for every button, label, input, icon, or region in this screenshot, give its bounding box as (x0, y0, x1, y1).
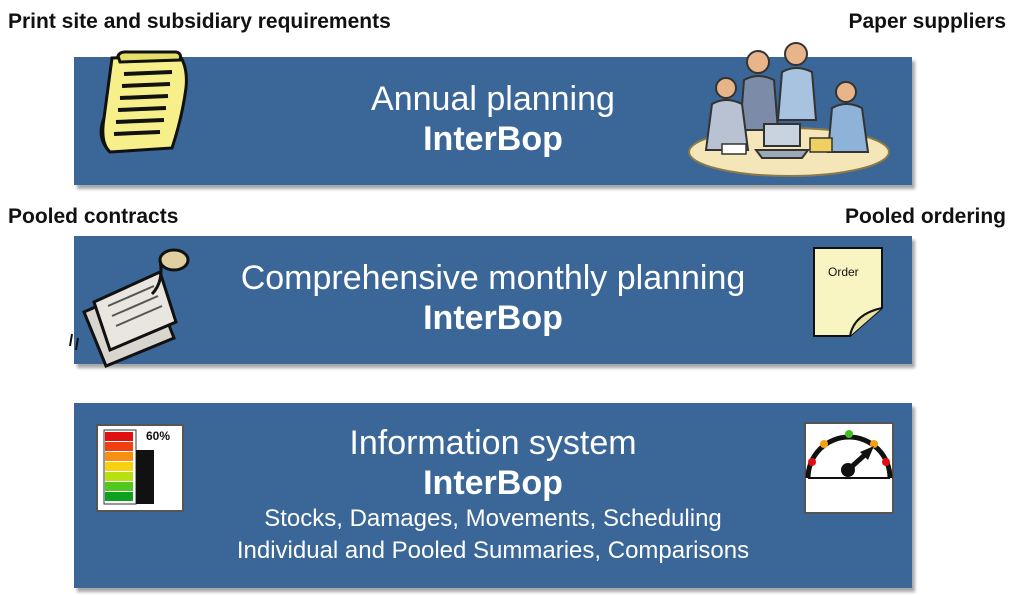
label-print-site-requirements: Print site and subsidiary requirements (8, 10, 391, 33)
business-meeting-icon (688, 42, 890, 177)
monthly-planning-title: Comprehensive monthly planning (240, 259, 746, 297)
document-scroll-icon (99, 50, 188, 154)
level-percent-label: 60% (146, 429, 170, 443)
order-note-label: Order (828, 265, 859, 279)
contracts-papers-icon (69, 248, 190, 368)
annual-planning-title: Annual planning (371, 80, 615, 118)
annual-planning-brand: InterBop (423, 120, 563, 158)
speedometer-gauge-icon (804, 422, 894, 514)
information-system-brand: InterBop (423, 464, 563, 502)
label-pooled-contracts: Pooled contracts (8, 205, 179, 228)
information-system-title: Information system (349, 424, 637, 462)
label-pooled-ordering: Pooled ordering (844, 205, 1006, 228)
label-paper-suppliers: Paper suppliers (848, 10, 1006, 33)
monthly-planning-band: Comprehensive monthly planning InterBop (74, 236, 912, 364)
level-bar-meter-icon: 60% (96, 424, 184, 512)
monthly-planning-brand: InterBop (423, 299, 563, 337)
information-system-detail-line-1: Stocks, Damages, Movements, Scheduling (264, 505, 722, 532)
information-system-detail-line-2: Individual and Pooled Summaries, Compari… (236, 537, 750, 564)
information-system-band: Information system InterBop Stocks, Dama… (74, 403, 912, 588)
order-note-icon: Order (813, 247, 883, 337)
